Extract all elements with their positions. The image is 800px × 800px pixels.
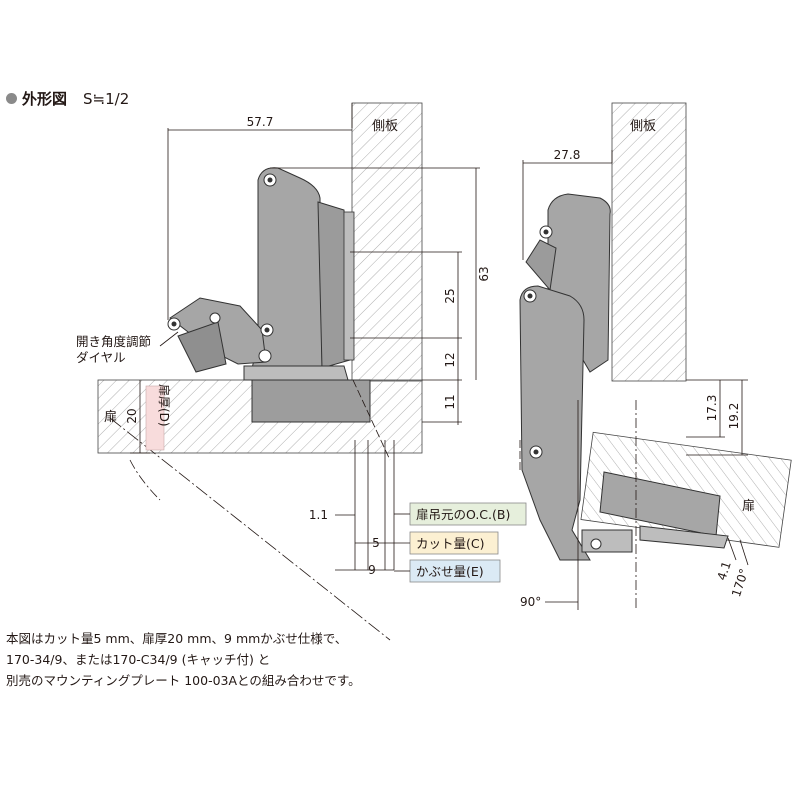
dim-9: 9 bbox=[368, 563, 376, 577]
legend-oc-label: 扉吊元のO.C.(B) bbox=[416, 507, 510, 522]
drawing-note: 本図はカット量5 mm、扉厚20 mm、9 mmかぶせ仕様で、 170-34/9… bbox=[6, 628, 566, 691]
angle-90: 90° bbox=[520, 595, 541, 609]
dial-label-line1: 開き角度調節 bbox=[76, 334, 151, 349]
dim-1-1: 1.1 bbox=[309, 508, 328, 522]
door-thickness-box bbox=[145, 385, 165, 451]
dim-5: 5 bbox=[372, 536, 380, 550]
door-right-label: 扉 bbox=[742, 498, 755, 514]
legend-overlay-label: かぶせ量(E) bbox=[416, 564, 484, 579]
dim-63: 63 bbox=[477, 266, 491, 281]
dim-17-3: 17.3 bbox=[705, 395, 719, 422]
figure-header: 外形図 S≒1/2 bbox=[6, 88, 129, 109]
side-panel-left-label: 側板 bbox=[372, 119, 398, 134]
door-thickness-label: 扉厚(D) bbox=[157, 384, 171, 427]
dim-19-2: 19.2 bbox=[727, 403, 741, 430]
legend-cut: カット量(C) bbox=[409, 531, 499, 555]
dim-27-8: 27.8 bbox=[554, 148, 581, 162]
dim-25: 25 bbox=[443, 288, 457, 303]
dim-4-1: 4.1 bbox=[715, 560, 734, 582]
dim-20: 20 bbox=[125, 408, 139, 423]
dim-57-7: 57.7 bbox=[247, 115, 274, 129]
dim-12: 12 bbox=[443, 352, 457, 367]
legend-cut-label: カット量(C) bbox=[416, 536, 484, 551]
note-line-2: 170-34/9、または170-C34/9 (キャッチ付) と bbox=[6, 652, 271, 667]
side-panel-left bbox=[351, 102, 423, 382]
note-line-1: 本図はカット量5 mm、扉厚20 mm、9 mmかぶせ仕様で、 bbox=[6, 631, 348, 646]
figure-scale: S≒1/2 bbox=[83, 89, 130, 108]
hinge-body-right bbox=[519, 193, 729, 561]
dial-label-line2: ダイヤル bbox=[76, 350, 126, 365]
legend-overlay: かぶせ量(E) bbox=[409, 559, 501, 583]
door-left-label: 扉 bbox=[104, 409, 117, 425]
hinge-body-left bbox=[167, 167, 371, 423]
side-panel-right bbox=[611, 102, 687, 382]
figure-title: 外形図 bbox=[22, 90, 68, 108]
legend-oc: 扉吊元のO.C.(B) bbox=[409, 502, 527, 526]
bullet-icon bbox=[6, 93, 17, 104]
dim-11: 11 bbox=[443, 394, 457, 409]
note-line-3: 別売のマウンティングプレート 100-03Aとの組み合わせです。 bbox=[6, 673, 361, 688]
side-panel-right-label: 側板 bbox=[630, 119, 656, 134]
angle-170: 170° bbox=[729, 567, 751, 599]
